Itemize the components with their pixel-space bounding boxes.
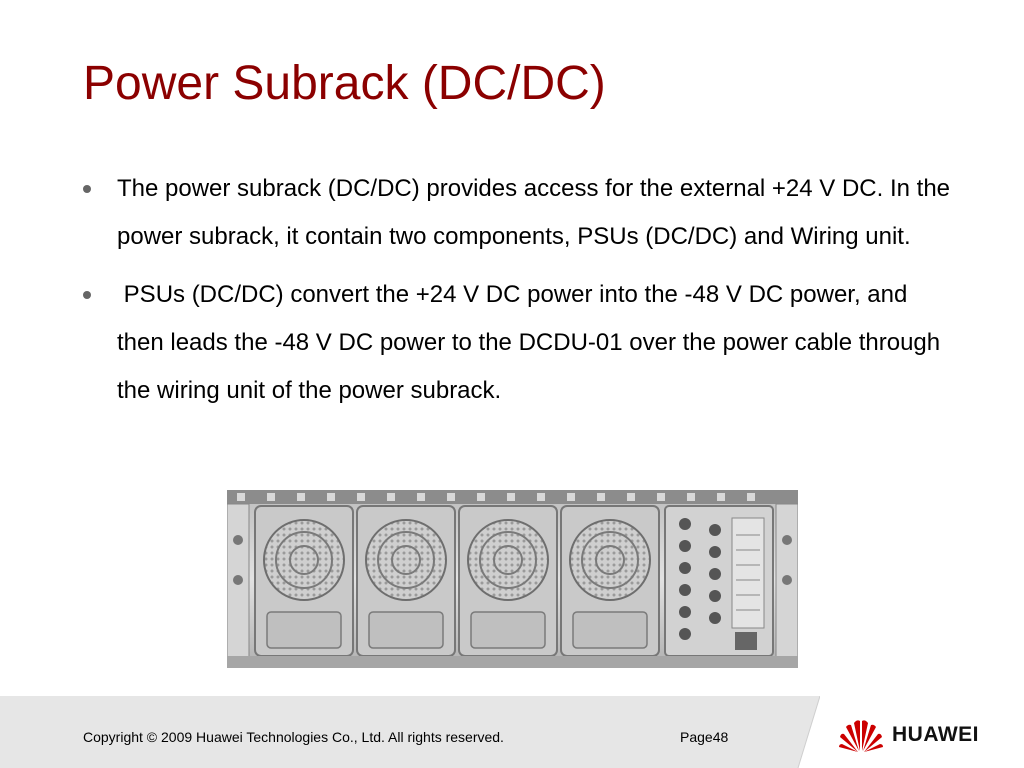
copyright-text: Copyright © 2009 Huawei Technologies Co.… (83, 729, 504, 745)
slide-title: Power Subrack (DC/DC) (83, 57, 606, 110)
power-subrack-photo (227, 490, 798, 668)
bullet-item: The power subrack (DC/DC) provides acces… (80, 165, 950, 261)
brand-name: HUAWEI (892, 723, 979, 746)
bullet-dot-icon (83, 291, 91, 299)
bullet-item: PSUs (DC/DC) convert the +24 V DC power … (80, 271, 950, 415)
page-number: Page48 (680, 729, 729, 745)
bullet-dot-icon (83, 185, 91, 193)
bullet-text: The power subrack (DC/DC) provides acces… (117, 175, 951, 250)
huawei-flower-logo-icon (839, 720, 883, 752)
huawei-logo: HUAWEI (838, 717, 979, 753)
footer-logo-area (820, 696, 1024, 768)
bullet-list: The power subrack (DC/DC) provides acces… (80, 165, 950, 425)
footer-divider (797, 696, 820, 768)
bullet-text: PSUs (DC/DC) convert the +24 V DC power … (117, 281, 947, 404)
footer: Copyright © 2009 Huawei Technologies Co.… (0, 696, 1024, 768)
